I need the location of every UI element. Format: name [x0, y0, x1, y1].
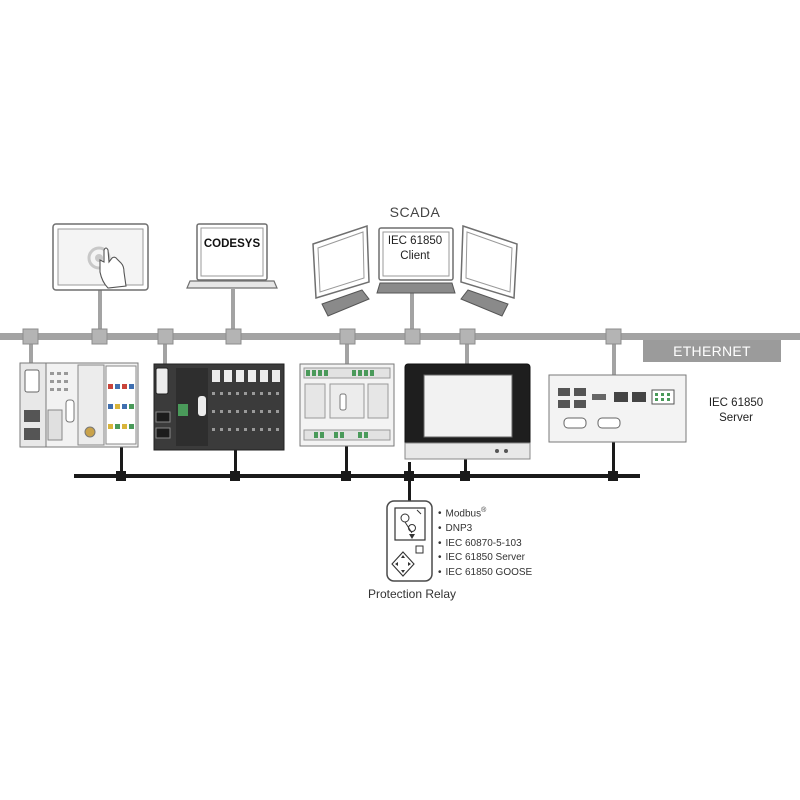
- protocol-name: IEC 60870-5-103: [445, 537, 522, 549]
- controller-device-3: [299, 363, 395, 447]
- iec61850-client-label: IEC 61850 Client: [383, 234, 447, 264]
- touch-panel: [52, 223, 149, 291]
- protocol-item: DNP3: [438, 522, 532, 537]
- protocol-item: IEC 61850 Server: [438, 551, 532, 566]
- server-label-line1: IEC 61850: [708, 397, 764, 409]
- multi-monitor-icon: [312, 224, 518, 317]
- controller-device-1: [19, 362, 139, 448]
- fieldbus-line: [74, 442, 640, 502]
- controller-device-2: [153, 363, 285, 451]
- protocol-item: IEC 60870-5-103: [438, 537, 532, 552]
- protocol-name: DNP3: [445, 522, 473, 534]
- protocol-list: Modbus® DNP3 IEC 60870-5-103 IEC 61850 S…: [438, 504, 533, 581]
- client-label-line1: IEC 61850: [387, 235, 443, 247]
- client-label-line2: Client: [400, 250, 430, 262]
- ethernet-label-box: [643, 340, 781, 362]
- protection-relay-label: Protection Relay: [367, 587, 457, 601]
- ethernet-bus: [0, 289, 800, 376]
- server-label-line2: Server: [719, 412, 753, 424]
- iec61850-server-label: IEC 61850 Server: [700, 396, 772, 426]
- protocol-item: IEC 61850 GOOSE: [438, 566, 533, 581]
- ethernet-label: ETHERNET: [673, 343, 751, 359]
- laptop-icon: [186, 223, 278, 289]
- codesys-label: CODESYS: [203, 238, 261, 250]
- scada-label: SCADA: [389, 204, 441, 220]
- protection-relay-icon: [386, 500, 433, 582]
- protocol-item: Modbus®: [438, 504, 532, 522]
- server-controller-device: [548, 374, 687, 443]
- hmi-touch-panel: [404, 363, 531, 460]
- registered-mark: ®: [481, 507, 487, 514]
- protocol-name: Modbus: [445, 508, 482, 520]
- protocol-name: IEC 61850 GOOSE: [445, 566, 533, 578]
- protocol-name: IEC 61850 Server: [445, 552, 526, 564]
- hand-touch-icon: [87, 246, 127, 289]
